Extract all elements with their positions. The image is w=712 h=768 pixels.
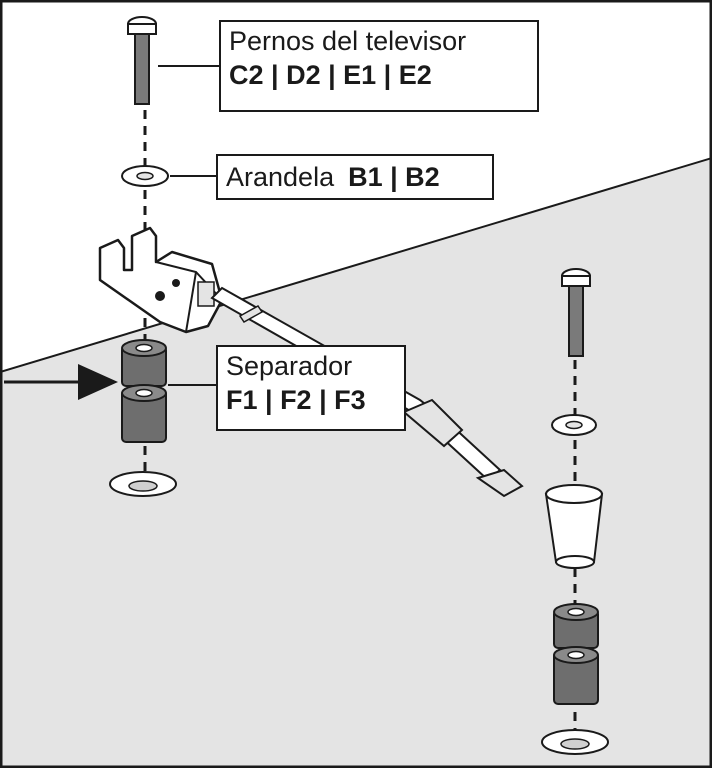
left-bolt bbox=[127, 16, 157, 105]
right-washer bbox=[551, 414, 597, 436]
left-washer bbox=[121, 165, 169, 187]
right-bolt bbox=[561, 268, 591, 357]
bolts-label: Pernos del televisor C2 | D2 | E1 | E2 bbox=[219, 20, 539, 112]
spacer-label-title: Separador bbox=[226, 351, 353, 381]
left-mount-hole bbox=[109, 471, 177, 497]
washer-label: Arandela B1 | B2 bbox=[216, 154, 494, 200]
washer-label-codes: B1 | B2 bbox=[348, 162, 440, 192]
left-spacer bbox=[121, 339, 167, 443]
right-spacer bbox=[553, 603, 599, 705]
spacer-label-codes: F1 | F2 | F3 bbox=[226, 385, 366, 415]
bolts-label-codes: C2 | D2 | E1 | E2 bbox=[229, 60, 432, 90]
arrow-right-icon bbox=[4, 364, 118, 400]
bolts-label-title: Pernos del televisor bbox=[229, 26, 467, 56]
safety-strap bbox=[210, 286, 524, 498]
spacer-label: Separador F1 | F2 | F3 bbox=[216, 345, 406, 431]
right-cone-spacer bbox=[544, 484, 604, 569]
washer-label-title: Arandela bbox=[226, 162, 335, 192]
background-lower bbox=[0, 156, 712, 768]
tv-bracket bbox=[98, 226, 224, 334]
right-mount-hole bbox=[541, 729, 609, 755]
